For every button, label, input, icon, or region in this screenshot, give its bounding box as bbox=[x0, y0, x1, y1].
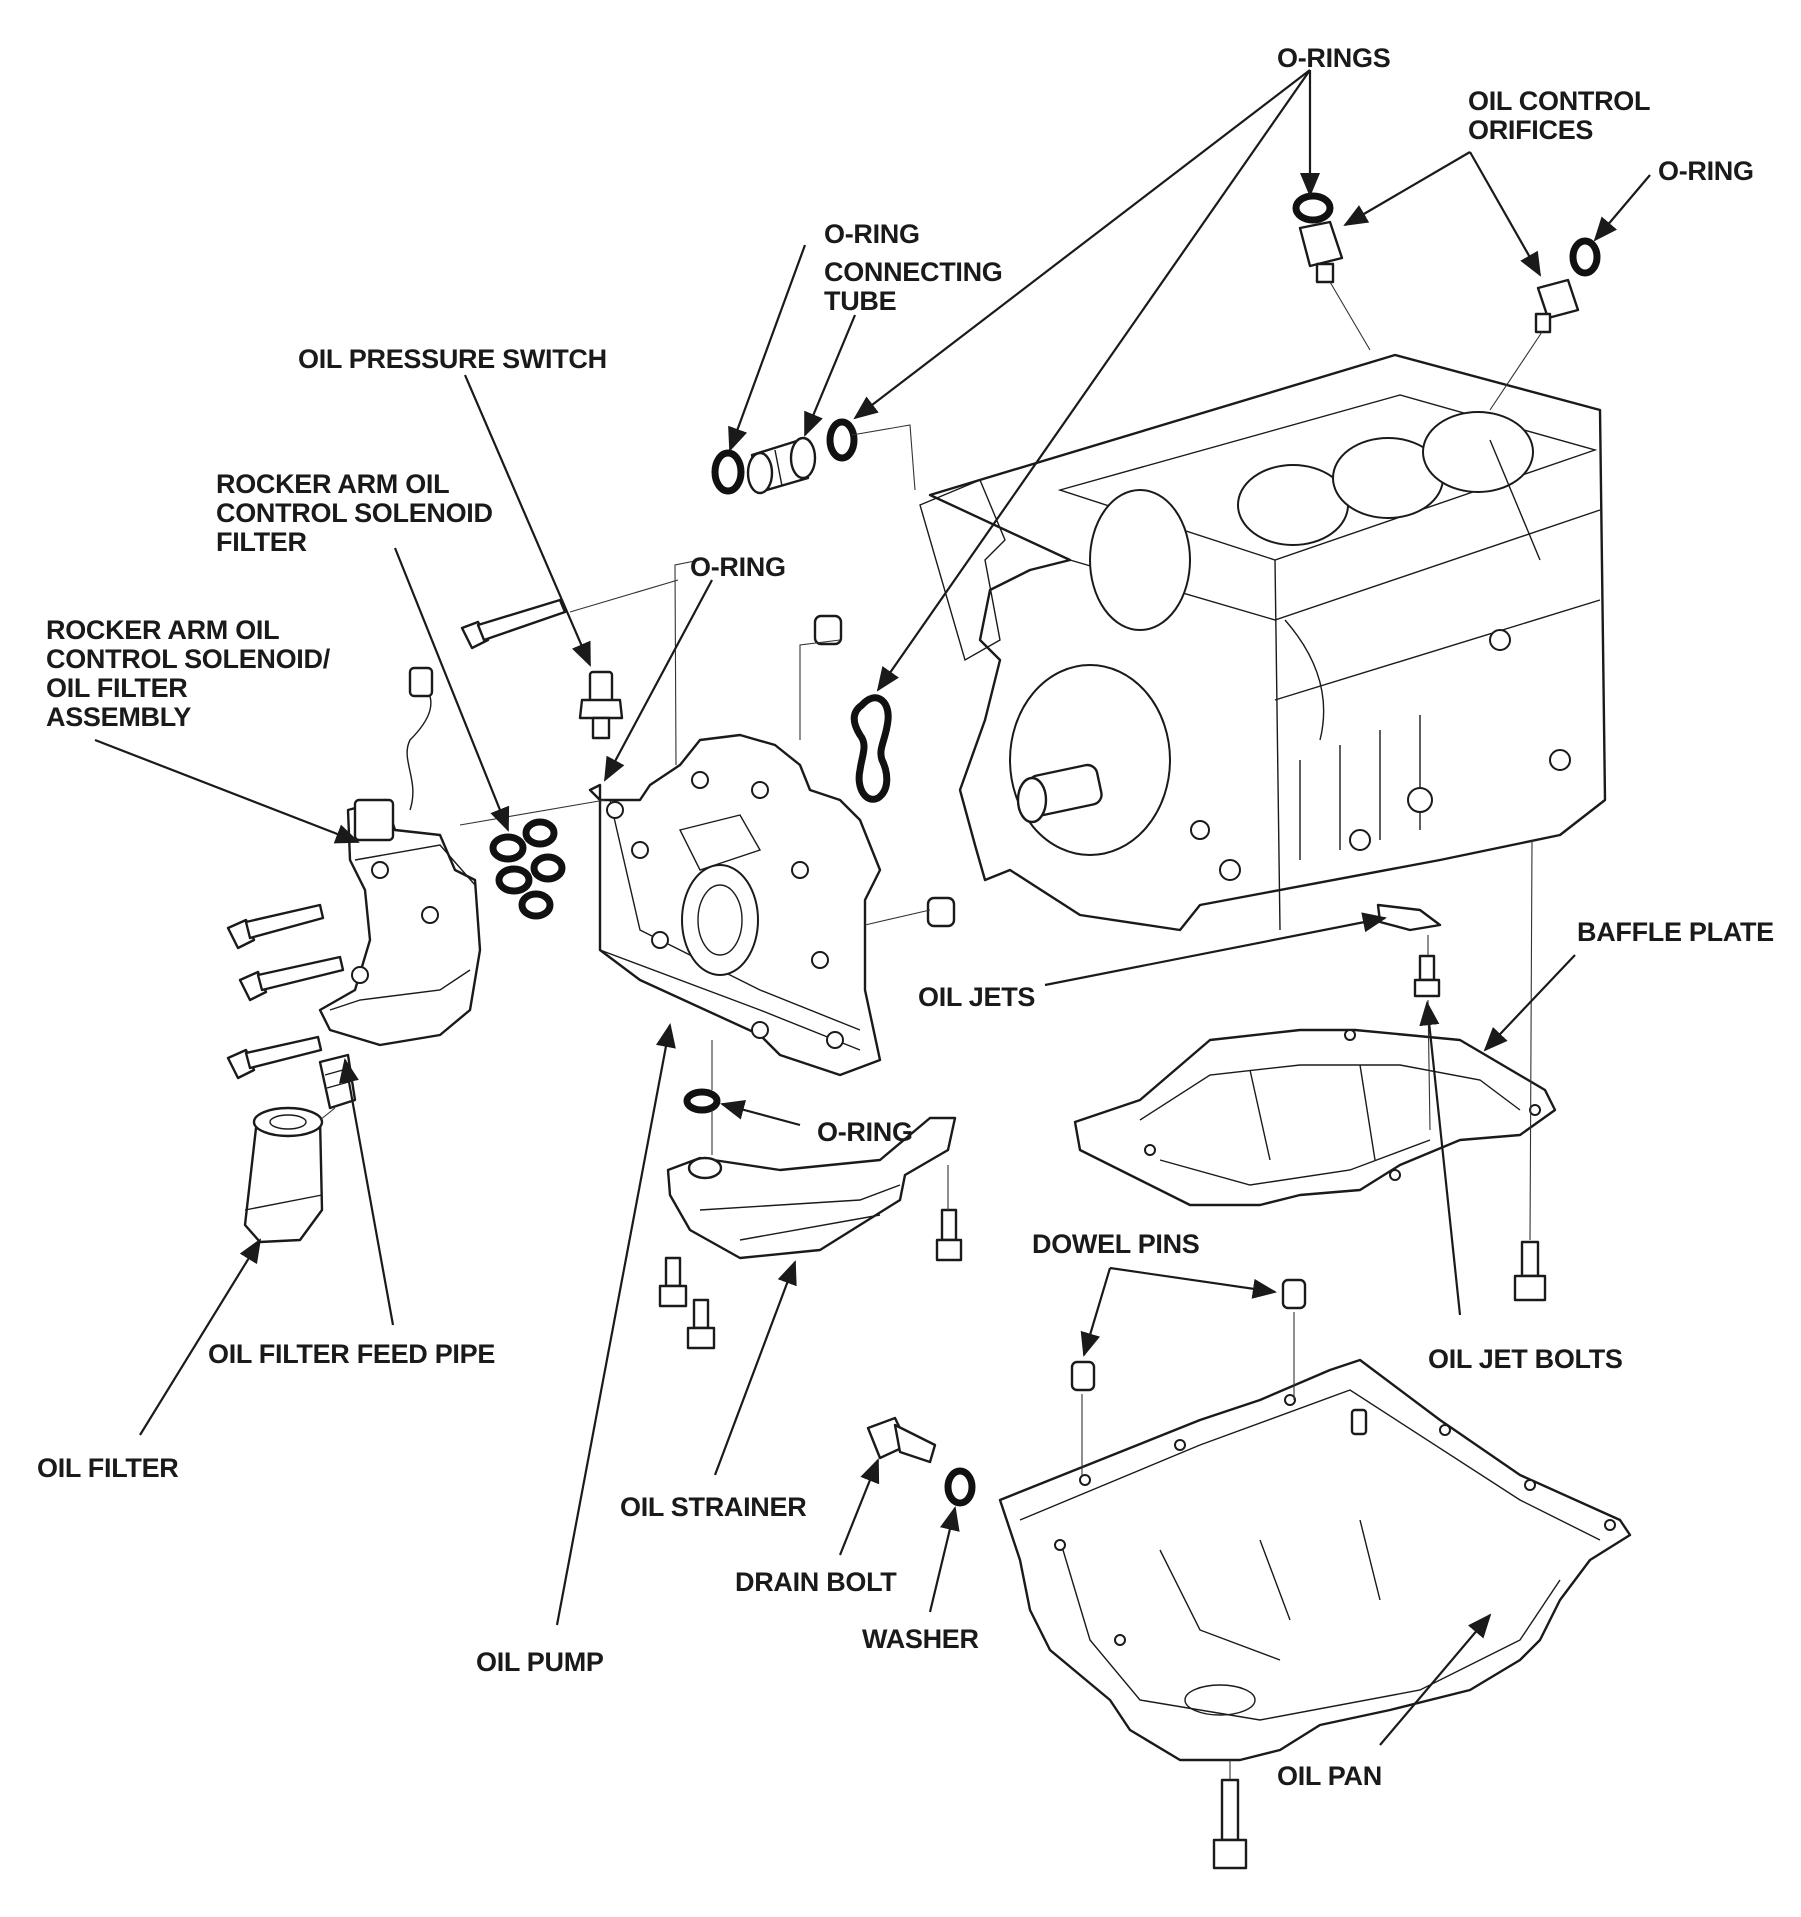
oil-control-orifice-right bbox=[1534, 278, 1580, 334]
label-rocker-arm-assembly-line-2: CONTROL SOLENOID/ bbox=[46, 644, 330, 674]
label-connecting-tube-line-2: TUBE bbox=[824, 286, 897, 316]
label-dowel-pins: DOWEL PINS bbox=[1032, 1229, 1200, 1259]
label-connecting-tube-line-1: CONNECTING bbox=[824, 257, 1003, 287]
label-o-rings-top: O-RINGS bbox=[1277, 43, 1391, 73]
o-ring-connecting-left bbox=[711, 449, 745, 495]
label-oil-pump: OIL PUMP bbox=[476, 1647, 604, 1677]
label-rocker-arm-assembly-line-3: OIL FILTER bbox=[46, 673, 188, 703]
leader-lines bbox=[94, 69, 1651, 1746]
label-o-ring-connecting: O-RING bbox=[824, 219, 920, 249]
o-ring-orifice-left bbox=[1292, 192, 1334, 224]
label-baffle-plate: BAFFLE PLATE bbox=[1577, 917, 1774, 947]
dowel-pin-right bbox=[1281, 1278, 1307, 1310]
dowel-pin-left bbox=[1070, 1360, 1096, 1392]
baffle-bolt-right bbox=[1513, 1240, 1547, 1302]
oil-pump bbox=[588, 733, 882, 1077]
oil-pressure-switch-part bbox=[578, 670, 624, 740]
label-drain-bolt: DRAIN BOLT bbox=[735, 1567, 897, 1597]
baffle-plate-part bbox=[1073, 1028, 1557, 1207]
label-oil-pan: OIL PAN bbox=[1277, 1761, 1382, 1791]
label-rocker-arm-filter-line-3: FILTER bbox=[216, 527, 307, 557]
rocker-arm-filter-part bbox=[489, 818, 566, 920]
label-oil-jet-bolts: OIL JET BOLTS bbox=[1428, 1344, 1623, 1374]
gasket-outline bbox=[919, 479, 1006, 662]
o-ring-strainer bbox=[683, 1088, 721, 1114]
label-o-ring-top-right: O-RING bbox=[1658, 156, 1754, 186]
strainer-bolt-2 bbox=[658, 1256, 688, 1308]
washer-part bbox=[944, 1467, 976, 1507]
oil-filter-part bbox=[243, 1106, 324, 1244]
o-ring-figure-eight bbox=[850, 694, 892, 803]
oil-pan-bolt bbox=[1212, 1778, 1248, 1870]
oil-control-orifice-left bbox=[1298, 220, 1344, 284]
label-o-ring-pump: O-RING bbox=[690, 552, 786, 582]
oil-strainer-part bbox=[666, 1116, 957, 1260]
oil-jet-part bbox=[1376, 903, 1442, 932]
o-ring-connecting-right bbox=[826, 418, 858, 462]
drain-bolt-part bbox=[866, 1416, 937, 1464]
oil-pan-part bbox=[998, 1358, 1632, 1762]
pump-bolt-top bbox=[460, 598, 567, 650]
pump-dowel-right bbox=[926, 896, 956, 928]
strainer-bolt-3 bbox=[686, 1298, 716, 1350]
solenoid-filter-assembly bbox=[318, 666, 482, 1047]
oil-jet-bolt-part bbox=[1413, 954, 1441, 998]
connecting-tube-part bbox=[746, 436, 817, 495]
solenoid-bolt-1 bbox=[226, 903, 325, 950]
label-rocker-arm-assembly-line-4: ASSEMBLY bbox=[46, 702, 192, 732]
label-oil-control-orifices-line-2: ORIFICES bbox=[1468, 115, 1594, 145]
o-ring-orifice-right bbox=[1569, 237, 1601, 277]
solenoid-bolt-3 bbox=[226, 1035, 323, 1080]
label-rocker-arm-assembly: ROCKER ARM OIL CONTROL SOLENOID/ OIL FIL… bbox=[46, 616, 330, 732]
label-oil-jets: OIL JETS bbox=[918, 982, 1036, 1012]
label-oil-filter: OIL FILTER bbox=[37, 1453, 179, 1483]
label-washer: WASHER bbox=[862, 1624, 979, 1654]
label-oil-control-orifices: OIL CONTROL ORIFICES bbox=[1468, 86, 1651, 145]
solenoid-bolt-2 bbox=[238, 955, 345, 1002]
label-oil-filter-feed-pipe: OIL FILTER FEED PIPE bbox=[208, 1339, 496, 1369]
label-connecting-tube: CONNECTING TUBE bbox=[824, 258, 1003, 316]
label-rocker-arm-filter-line-1: ROCKER ARM OIL bbox=[216, 469, 450, 499]
label-rocker-arm-assembly-line-1: ROCKER ARM OIL bbox=[46, 615, 280, 645]
engine-block bbox=[928, 353, 1607, 932]
label-oil-pressure-switch: OIL PRESSURE SWITCH bbox=[298, 344, 607, 374]
label-oil-strainer: OIL STRAINER bbox=[620, 1492, 807, 1522]
pump-dowel-top bbox=[813, 614, 843, 646]
label-oil-control-orifices-line-1: OIL CONTROL bbox=[1468, 86, 1651, 116]
label-rocker-arm-filter-line-2: CONTROL SOLENOID bbox=[216, 498, 493, 528]
label-rocker-arm-filter: ROCKER ARM OIL CONTROL SOLENOID FILTER bbox=[216, 470, 493, 557]
strainer-bolt-1 bbox=[935, 1208, 963, 1262]
label-o-ring-strainer: O-RING bbox=[817, 1117, 913, 1147]
